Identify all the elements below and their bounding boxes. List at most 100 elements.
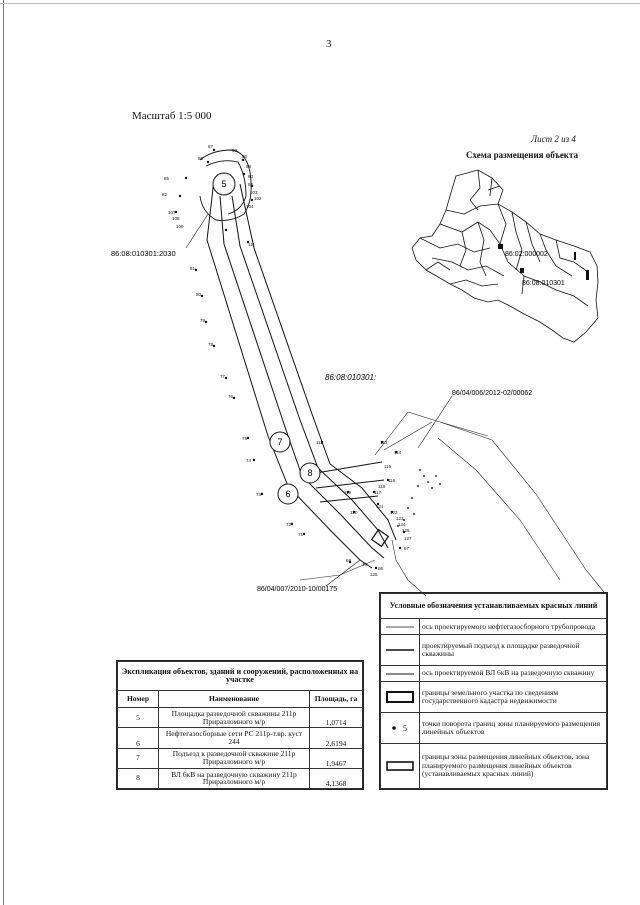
point-label: 76 xyxy=(228,394,234,399)
point-label: 114 xyxy=(394,450,402,455)
table-row: 7 Подъезд к разведочной скважине 211р Пр… xyxy=(117,747,363,769)
point-label: 123 xyxy=(396,516,404,521)
column-header: Номер xyxy=(117,690,159,708)
point-label: 74 xyxy=(246,458,252,463)
page-edge xyxy=(3,0,4,905)
parcel-label: 86:08:010301: xyxy=(325,373,376,382)
row-number: 7 xyxy=(117,747,159,769)
point-label: 120 xyxy=(350,510,358,515)
point-label: 119 xyxy=(344,490,352,495)
page-number: 3 xyxy=(326,38,332,50)
site-number: 7 xyxy=(277,437,282,447)
point-label: 111 xyxy=(248,242,255,247)
leader-lines xyxy=(185,213,453,587)
row-area: 4,1368 xyxy=(309,767,363,790)
point-label: 82 xyxy=(162,192,168,197)
point-label: 77 xyxy=(220,374,226,379)
legend-label: ось проектируемого нефтегазосборного тру… xyxy=(419,617,607,636)
point-label: 80 xyxy=(196,292,202,297)
turning-point-number: 5 xyxy=(403,724,407,733)
point-label: 122 xyxy=(390,510,398,515)
legend-item: проектируемый подъезд к площадке разведо… xyxy=(380,634,607,666)
legend-title: Условные обозначения устанавливаемых кра… xyxy=(380,593,607,619)
point-label: 86 xyxy=(198,156,204,161)
pipeline-axis-symbol xyxy=(386,626,414,628)
point-label: 115 xyxy=(384,464,392,469)
legend-label: точки поворота границ зоны планируемого … xyxy=(419,711,607,744)
point-label: 78 xyxy=(208,342,214,347)
table-row: 5 Площадка разведочной скважины 211р При… xyxy=(117,706,363,729)
site-markers xyxy=(212,172,321,505)
point-label: 71 xyxy=(298,532,304,537)
point-label: 104 xyxy=(246,204,254,209)
inset-title: Схема размещения объекта xyxy=(466,150,579,160)
legend-label: проектируемый подъезд к площадке разведо… xyxy=(419,634,607,666)
point-label: 89 xyxy=(232,148,238,153)
site-marker-7 xyxy=(269,431,291,453)
point-label: 108 xyxy=(172,216,180,221)
power-line-symbol xyxy=(386,673,414,675)
legend: Условные обозначения устанавливаемых кра… xyxy=(379,592,608,790)
point-label: 79 xyxy=(200,318,206,323)
legend-label: ось проектируемой ВЛ 6кВ на разведочную … xyxy=(419,664,607,683)
point-label: 124 xyxy=(398,522,406,527)
site-marker-5 xyxy=(212,172,236,196)
point-label: 121 xyxy=(376,504,384,509)
legend-symbol xyxy=(380,634,420,666)
legend-item: ось проектируемой ВЛ 6кВ на разведочную … xyxy=(380,664,607,683)
pad-hatching xyxy=(397,469,441,527)
point-label: 81 xyxy=(190,266,196,271)
point-label: 127 xyxy=(404,536,412,541)
inset-markers xyxy=(498,244,589,280)
legend-item: 5 точки поворота границ зоны планируемог… xyxy=(380,711,607,744)
point-labels: 87 89 90 86 88 83 85 84 103 102 82 104 1… xyxy=(162,144,412,577)
point-label: 109 xyxy=(176,224,184,229)
point-label: 88 xyxy=(246,164,252,169)
row-name: Площадка разведочной скважины 211р Прира… xyxy=(158,706,310,729)
column-header: Площадь, га xyxy=(309,690,363,708)
point-label: 87 xyxy=(208,144,214,149)
point-label: 68 xyxy=(378,566,384,571)
point-label: 84 xyxy=(248,182,254,187)
inset-map xyxy=(411,169,599,343)
legend-symbol: 5 xyxy=(380,711,420,744)
point-label: 107 xyxy=(168,210,176,215)
point-label: 90 xyxy=(242,154,248,159)
site-5-boundary xyxy=(199,149,252,221)
legend-symbol xyxy=(380,742,420,790)
point-label: 83 xyxy=(248,174,254,179)
site-number: 5 xyxy=(221,179,226,189)
map-scale: Масштаб 1:5 000 xyxy=(132,110,212,122)
row-number: 8 xyxy=(117,767,159,790)
legend-symbol xyxy=(380,664,420,683)
legend-item: границы земельного участка по сведениям … xyxy=(380,681,607,713)
legend-label: границы зоны размещения линейных объекто… xyxy=(419,742,607,790)
parcel-label: 86:08:010301:2030 xyxy=(111,249,176,258)
explication-title: Экспликация объектов, зданий и сооружени… xyxy=(117,661,363,691)
sheet-number: Лист 2 из 4 xyxy=(531,134,576,144)
legend-item: границы зоны размещения линейных объекто… xyxy=(380,742,607,790)
point-label: 116 xyxy=(388,478,396,483)
inset-label: 86:08:010301 xyxy=(522,280,565,287)
point-label: 126 xyxy=(402,528,410,533)
point-label: 103 xyxy=(250,190,258,195)
point-label: 72 xyxy=(286,522,292,527)
legend-symbol xyxy=(380,617,420,636)
parcel-boundary-symbol xyxy=(386,691,414,704)
point-label: 67 xyxy=(404,546,410,551)
row-number: 6 xyxy=(117,727,159,749)
site-marker-8 xyxy=(299,462,321,484)
row-number: 5 xyxy=(117,706,159,729)
inset-marker xyxy=(520,268,524,273)
site-number: 6 xyxy=(285,489,290,499)
inset-marker xyxy=(498,244,503,249)
row-name: ВЛ 6кВ на разведочную скважину 211р Прир… xyxy=(158,767,310,790)
legend-item: ось проектируемого нефтегазосборного тру… xyxy=(380,617,607,636)
legend-label: границы земельного участка по сведениям … xyxy=(419,681,607,713)
row-area: 2,6194 xyxy=(309,727,363,749)
explication-table: Экспликация объектов, зданий и сооружени… xyxy=(116,660,364,790)
point-label: 70 xyxy=(362,562,368,567)
column-header: Наименование xyxy=(158,690,310,708)
point-label: 69 xyxy=(346,558,352,563)
